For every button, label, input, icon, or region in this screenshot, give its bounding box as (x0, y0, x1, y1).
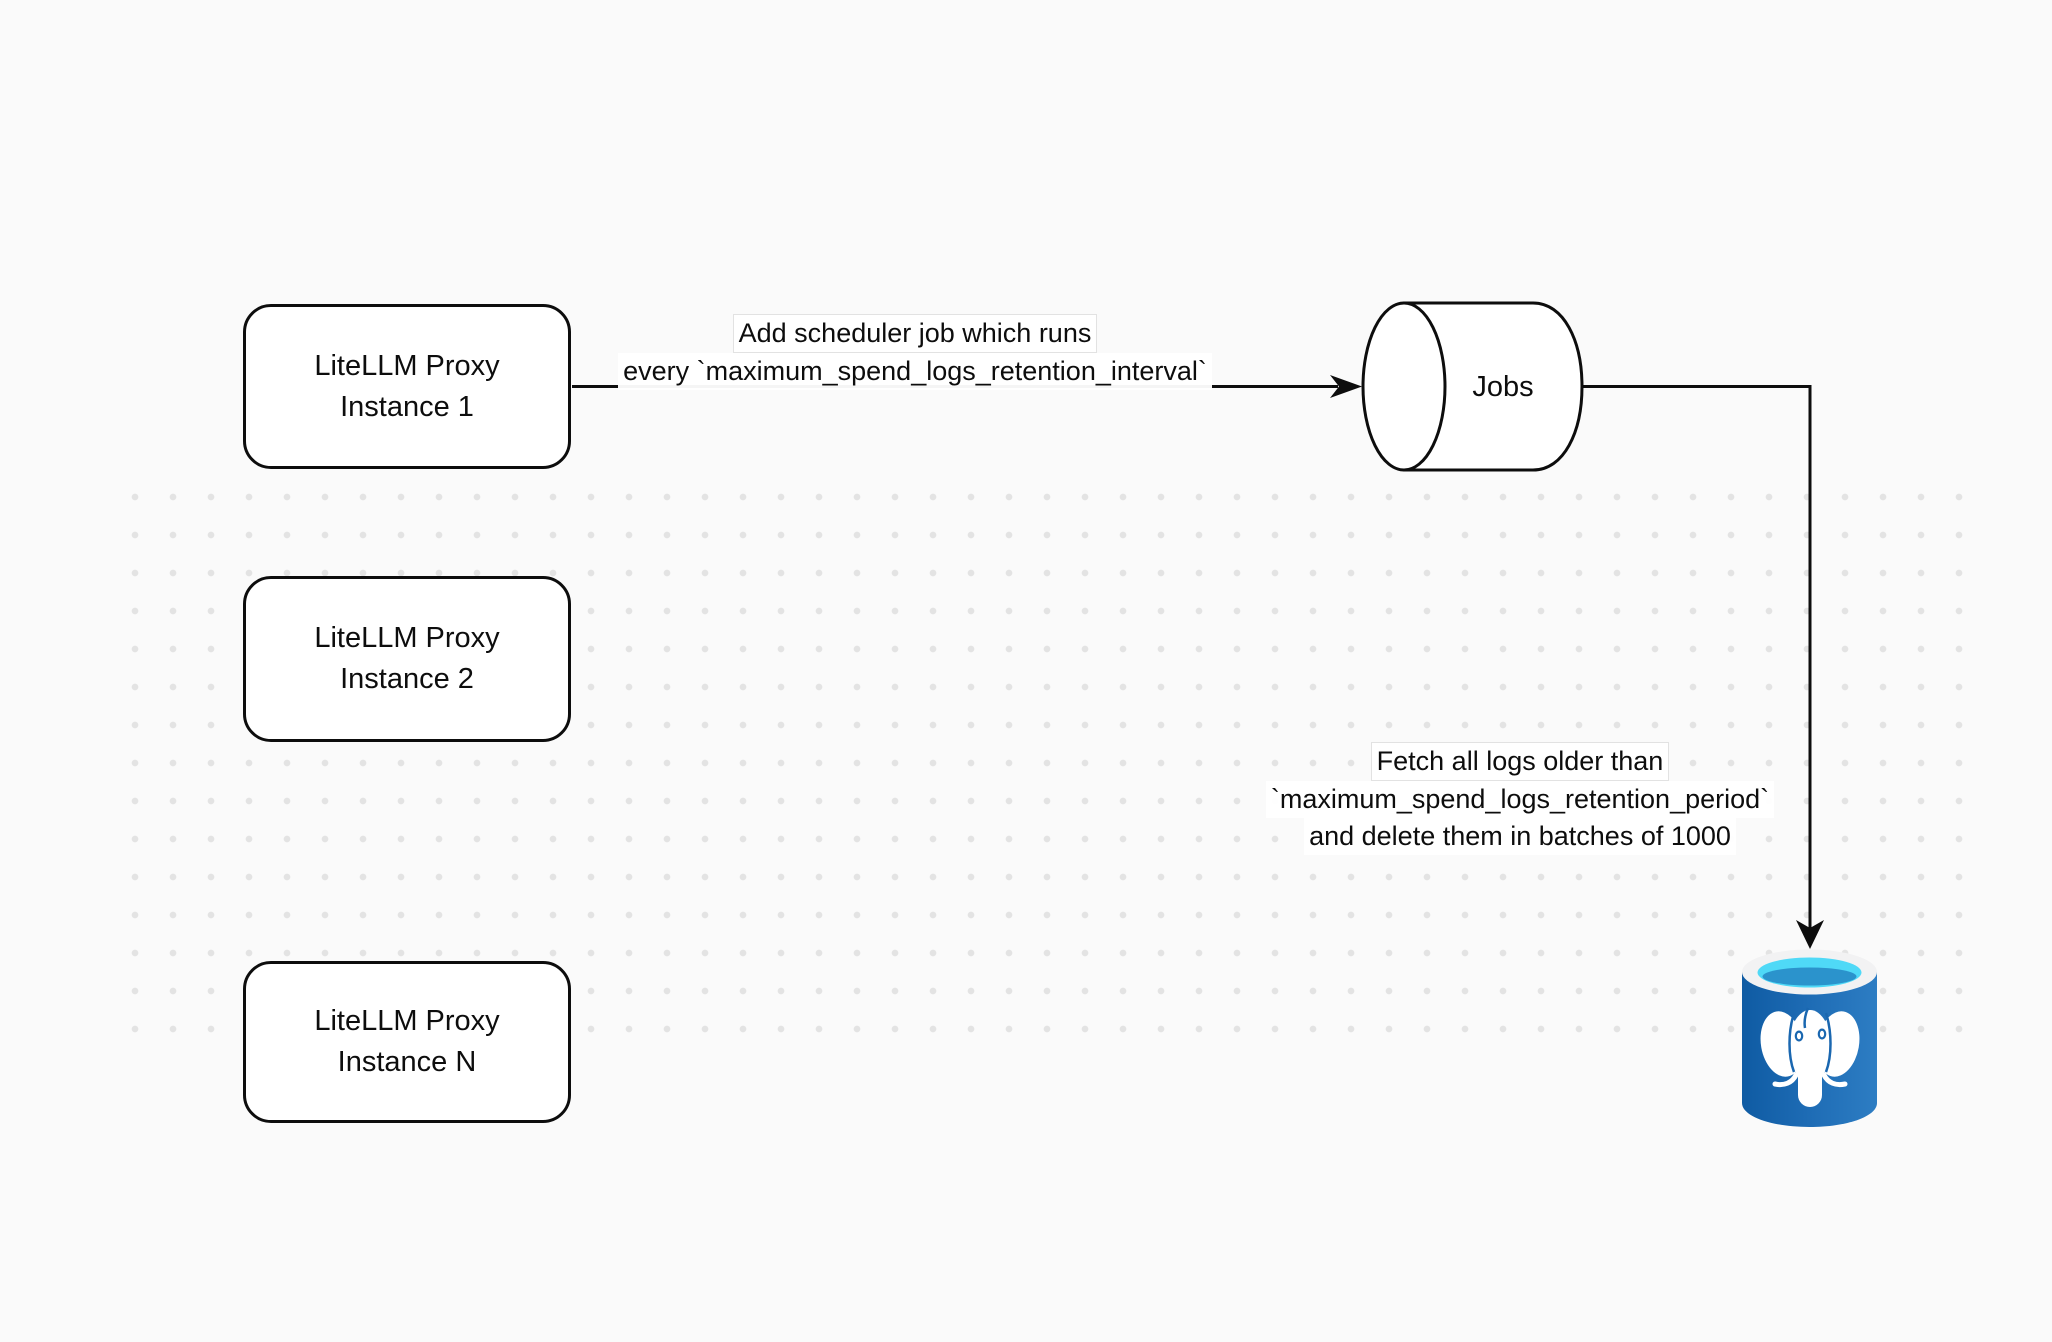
node-litellm-proxy-instance-n: LiteLLM Proxy Instance N (243, 961, 571, 1123)
edge-label-line: and delete them in batches of 1000 (1304, 818, 1736, 855)
node-litellm-proxy-instance-1: LiteLLM Proxy Instance 1 (243, 304, 571, 469)
arrowhead-down-icon (1796, 920, 1824, 949)
postgres-opening-shade (1762, 967, 1857, 986)
edge-label-add-scheduler: Add scheduler job which runs every `maxi… (460, 314, 1370, 390)
edge-label-line: Add scheduler job which runs (732, 314, 1098, 353)
edge-label-line: every `maximum_spend_logs_retention_inte… (618, 353, 1212, 390)
arrowhead-right-icon (1330, 375, 1362, 398)
arrow-jobs-to-postgres (1582, 385, 1824, 949)
node-label-line: Instance 2 (340, 663, 474, 695)
node-label-line: Instance 1 (340, 390, 474, 423)
jobs-queue-label: Jobs (1472, 370, 1534, 403)
node-label-line: LiteLLM Proxy (314, 622, 500, 654)
postgresql-database-icon (1742, 949, 1877, 1127)
node-label-line: LiteLLM Proxy (314, 1005, 500, 1037)
edge-label-line: Fetch all logs older than (1370, 742, 1670, 781)
node-label-line: Instance N (337, 1046, 477, 1078)
edge-label-line: `maximum_spend_logs_retention_period` (1265, 781, 1775, 818)
postgres-elephant-icon (1760, 1007, 1860, 1107)
node-label-line: LiteLLM Proxy (314, 349, 500, 382)
jobs-queue-cylinder (1361, 301, 1584, 472)
edge-label-fetch-delete: Fetch all logs older than `maximum_spend… (1190, 742, 1850, 855)
node-litellm-proxy-instance-2: LiteLLM Proxy Instance 2 (243, 576, 571, 742)
